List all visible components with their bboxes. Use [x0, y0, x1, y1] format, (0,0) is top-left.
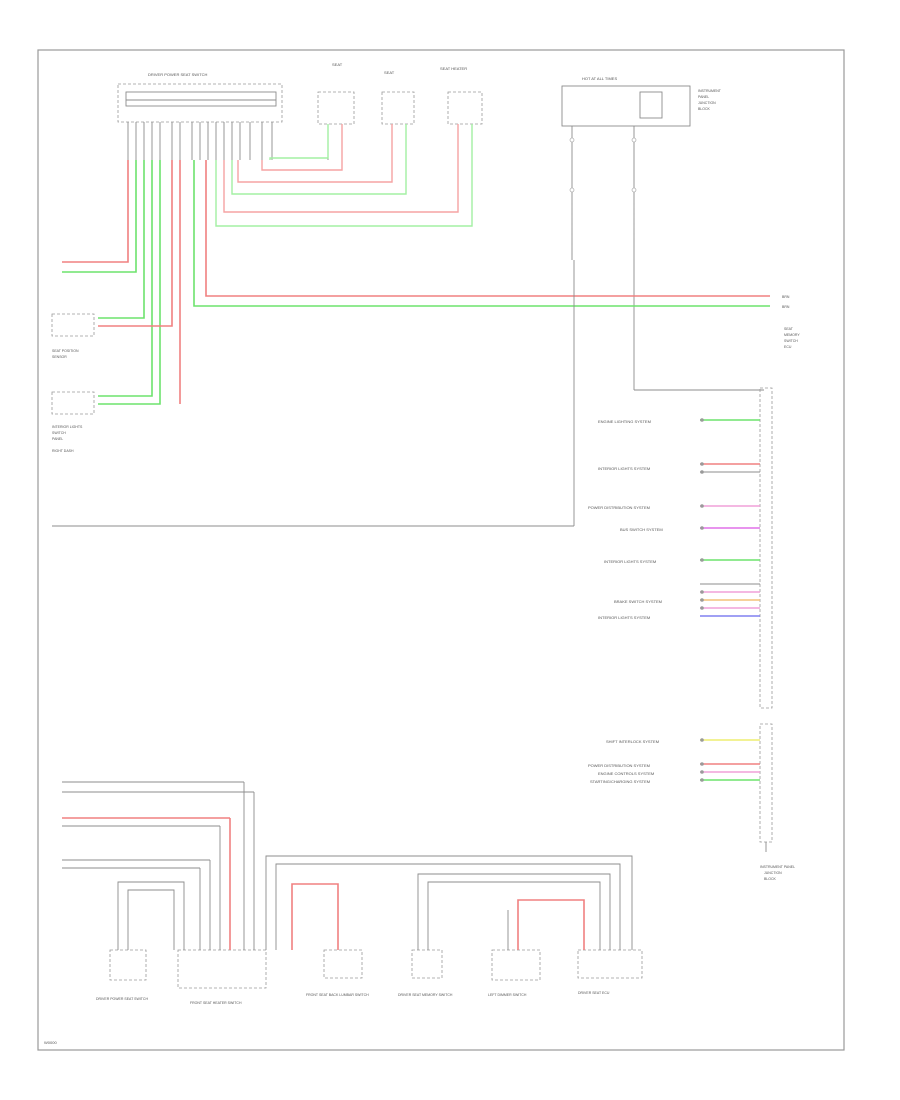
- top-connector-pins: [127, 122, 273, 160]
- svg-text:INSTRUMENT PANEL: INSTRUMENT PANEL: [760, 865, 795, 869]
- svg-text:BRN: BRN: [782, 305, 790, 309]
- svg-text:BLOCK: BLOCK: [764, 877, 777, 881]
- junction-block-top: HOT AT ALL TIMES INSTRUMENT PANEL JUNCTI…: [561, 76, 722, 390]
- svg-text:DRIVER POWER SEAT SWITCH: DRIVER POWER SEAT SWITCH: [148, 72, 208, 77]
- svg-text:BRN: BRN: [782, 295, 790, 299]
- bottom-connectors: [109, 949, 643, 989]
- svg-text:SEAT HEATER: SEAT HEATER: [440, 66, 467, 71]
- circuit-label-2: INTERIOR LIGHTS SYSTEM: [598, 466, 650, 471]
- right-top-label: BRN BRN SEAT MEMORY SWITCH ECU: [782, 295, 800, 349]
- circuit-label-1: ENGINE LIGHTING SYSTEM: [598, 419, 651, 424]
- component-label-3: FRONT SEAT BACK LUMBAR SWITCH: [306, 993, 369, 997]
- circuit-row-5: INTERIOR LIGHTS SYSTEM: [604, 558, 760, 564]
- right-connector-column: [634, 387, 773, 852]
- svg-text:JUNCTION: JUNCTION: [698, 101, 716, 105]
- small-connector-3: SEAT HEATER: [440, 66, 483, 160]
- component-label-1: DRIVER POWER SEAT SWITCH: [96, 997, 148, 1001]
- svg-text:BLOCK: BLOCK: [698, 107, 711, 111]
- circuit-label-10: ENGINE CONTROLS SYSTEM: [598, 771, 654, 776]
- svg-text:JUNCTION: JUNCTION: [764, 871, 782, 875]
- bottom-wires: [62, 781, 633, 910]
- svg-text:SEAT POSITION: SEAT POSITION: [52, 349, 79, 353]
- circuit-label-6: BRAKE SWITCH SYSTEM: [614, 599, 662, 604]
- svg-text:MEMORY: MEMORY: [784, 333, 800, 337]
- component-label-2: FRONT SEAT HEATER SWITCH: [190, 1001, 242, 1005]
- circuit-row-9: POWER DISTRIBUTION SYSTEM ENGINE CONTROL…: [588, 762, 760, 784]
- component-label-5: LEFT DIMMER SWITCH: [488, 993, 527, 997]
- svg-text:SEAT: SEAT: [332, 62, 343, 67]
- component-label-4: DRIVER SEAT MEMORY SWITCH: [398, 993, 453, 997]
- circuit-label-9: POWER DISTRIBUTION SYSTEM: [588, 763, 650, 768]
- circuit-label-3: POWER DISTRIBUTION SYSTEM: [588, 505, 650, 510]
- svg-text:INTERIOR LIGHTS: INTERIOR LIGHTS: [52, 425, 83, 429]
- top-connector-group: DRIVER POWER SEAT SWITCH: [117, 72, 283, 160]
- circuit-label-8: SHIFT INTERLOCK SYSTEM: [606, 739, 659, 744]
- top-wires: [62, 124, 770, 405]
- svg-text:HOT AT ALL TIMES: HOT AT ALL TIMES: [582, 76, 617, 81]
- svg-text:INSTRUMENT: INSTRUMENT: [698, 89, 722, 93]
- svg-text:SWITCH: SWITCH: [784, 339, 798, 343]
- component-label-6: DRIVER SEAT ECU: [578, 991, 610, 995]
- circuit-row-6: BRAKE SWITCH SYSTEM INTERIOR LIGHTS SYST…: [598, 583, 760, 620]
- left-connector-b: INTERIOR LIGHTS SWITCH PANEL RIGHT DASH: [51, 391, 95, 453]
- diagram-ref-label: W0000: [44, 1040, 57, 1045]
- svg-text:SENSOR: SENSOR: [52, 355, 67, 359]
- circuit-row-8: SHIFT INTERLOCK SYSTEM: [606, 738, 760, 744]
- circuit-label-11: STARTING/CHARGING SYSTEM: [590, 779, 650, 784]
- circuit-row-3: POWER DISTRIBUTION SYSTEM: [588, 504, 760, 510]
- circuit-label-5: INTERIOR LIGHTS SYSTEM: [604, 559, 656, 564]
- small-connector-1: SEAT: [317, 62, 355, 160]
- small-connector-2: SEAT: [381, 70, 415, 160]
- svg-text:ECU: ECU: [784, 345, 792, 349]
- circuit-label-7: INTERIOR LIGHTS SYSTEM: [598, 615, 650, 620]
- circuit-row-2: INTERIOR LIGHTS SYSTEM: [598, 462, 760, 474]
- circuit-row-4: BUS SWITCH SYSTEM: [620, 526, 760, 532]
- bottom-component-labels: DRIVER POWER SEAT SWITCH FRONT SEAT HEAT…: [96, 991, 610, 1005]
- svg-text:SEAT: SEAT: [384, 70, 395, 75]
- right-connector-name: INSTRUMENT PANEL JUNCTION BLOCK: [760, 865, 795, 881]
- diagram-frame: [37, 49, 845, 1051]
- circuit-row-1: ENGINE LIGHTING SYSTEM: [598, 418, 760, 424]
- svg-text:PANEL: PANEL: [698, 95, 709, 99]
- circuit-label-4: BUS SWITCH SYSTEM: [620, 527, 663, 532]
- svg-text:PANEL: PANEL: [52, 437, 63, 441]
- bottom-pins: [117, 910, 633, 950]
- svg-text:SEAT: SEAT: [784, 327, 794, 331]
- svg-text:SWITCH: SWITCH: [52, 431, 66, 435]
- left-connector-a: SEAT POSITION SENSOR: [51, 313, 95, 359]
- svg-text:RIGHT DASH: RIGHT DASH: [52, 449, 74, 453]
